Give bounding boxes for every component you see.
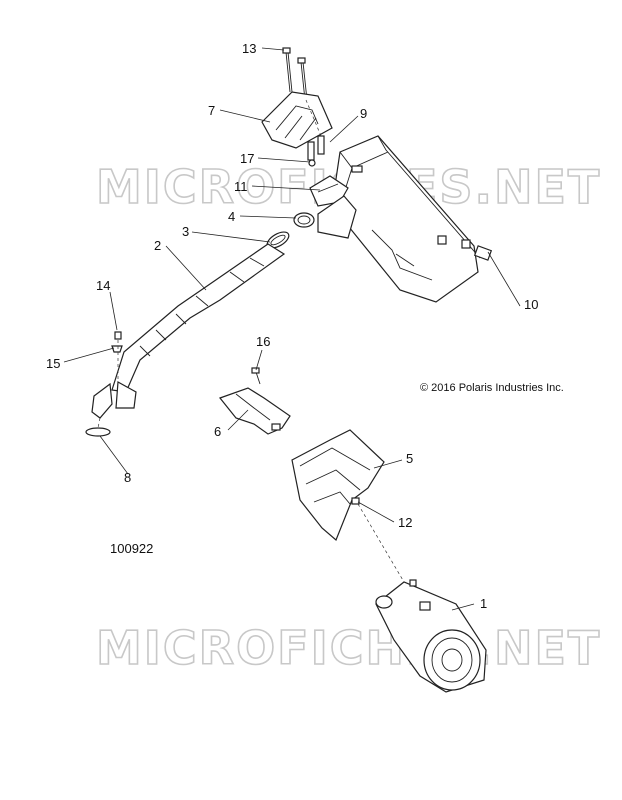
part-9-spacers <box>305 99 325 161</box>
callout-8: 8 <box>124 470 131 485</box>
callout-9: 9 <box>360 106 367 121</box>
part-8-flange-gasket <box>85 382 113 437</box>
muffler-upper <box>331 135 481 303</box>
callout-12: 12 <box>398 515 412 530</box>
part-1-muffler <box>375 579 487 693</box>
callout-11: 11 <box>234 179 248 194</box>
callout-4: 4 <box>228 209 235 224</box>
callout-2: 2 <box>154 238 161 253</box>
part-12-screw <box>351 497 405 583</box>
part-14-15-fasteners <box>111 331 123 382</box>
callout-5: 5 <box>406 451 413 466</box>
part-17-nut <box>308 159 316 167</box>
part-7-bracket <box>261 91 333 149</box>
callout-16: 16 <box>256 334 270 349</box>
callout-14: 14 <box>96 278 110 293</box>
callout-7: 7 <box>208 103 215 118</box>
callout-3: 3 <box>182 224 189 239</box>
part-2-exhaust-pipe <box>111 243 286 409</box>
diagram-number: 100922 <box>110 541 153 556</box>
part-6-heat-shield <box>219 387 291 435</box>
callout-17: 17 <box>240 151 254 166</box>
callout-15: 15 <box>46 356 60 371</box>
watermark-bottom: MICROFICHES.NET <box>96 621 601 675</box>
part-16-screw <box>251 367 261 385</box>
part-11-clamp <box>309 175 349 207</box>
copyright-notice: © 2016 Polaris Industries Inc. <box>420 382 564 394</box>
part-5-heat-shield <box>291 429 385 542</box>
callout-13: 13 <box>242 41 256 56</box>
callout-6: 6 <box>214 424 221 439</box>
part-4-gasket <box>293 195 357 239</box>
callout-1: 1 <box>480 596 487 611</box>
leader-lines <box>63 47 521 611</box>
callout-10: 10 <box>524 297 538 312</box>
